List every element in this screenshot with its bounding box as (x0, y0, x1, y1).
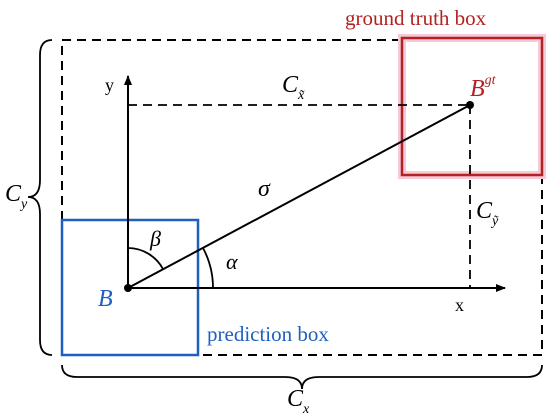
c-x-brace (61, 364, 543, 390)
c-x-sub: x (302, 402, 310, 417)
c-x-base: C (287, 386, 304, 412)
c-x-tilde-sub: x̃ (297, 88, 305, 103)
c-y-brace (27, 39, 53, 356)
c-x-label: Cx (287, 386, 310, 417)
beta-arc (127, 247, 164, 270)
point-bgt-base: B (470, 76, 485, 102)
c-x-tilde-label: Cx̃ (282, 72, 305, 103)
point-bgt (466, 101, 474, 109)
c-y-sub: y (19, 197, 28, 212)
c-y-tilde-sub: ỹ (490, 214, 499, 229)
c-y-label: Cy (5, 181, 28, 212)
c-x-tilde-base: C (282, 72, 299, 98)
axis-x-label: x (455, 295, 464, 315)
axis-y-label: y (105, 75, 114, 95)
c-y-tilde-base: C (476, 198, 493, 224)
beta-label: β (149, 226, 161, 251)
c-y-tilde-label: Cỹ (476, 198, 499, 229)
prediction-label: prediction box (207, 322, 329, 346)
sigma-label: σ (258, 176, 271, 202)
c-y-base: C (5, 181, 22, 207)
point-bgt-label: Bgt (470, 73, 497, 102)
point-b (124, 284, 132, 292)
point-b-label: B (98, 286, 113, 312)
enclosing-box (61, 39, 543, 356)
ground-truth-box (400, 36, 544, 177)
alpha-arc (202, 247, 214, 289)
alpha-label: α (226, 249, 238, 274)
ground-truth-label: ground truth box (345, 6, 487, 30)
sigma-line (127, 104, 471, 289)
point-bgt-sup: gt (485, 73, 497, 88)
